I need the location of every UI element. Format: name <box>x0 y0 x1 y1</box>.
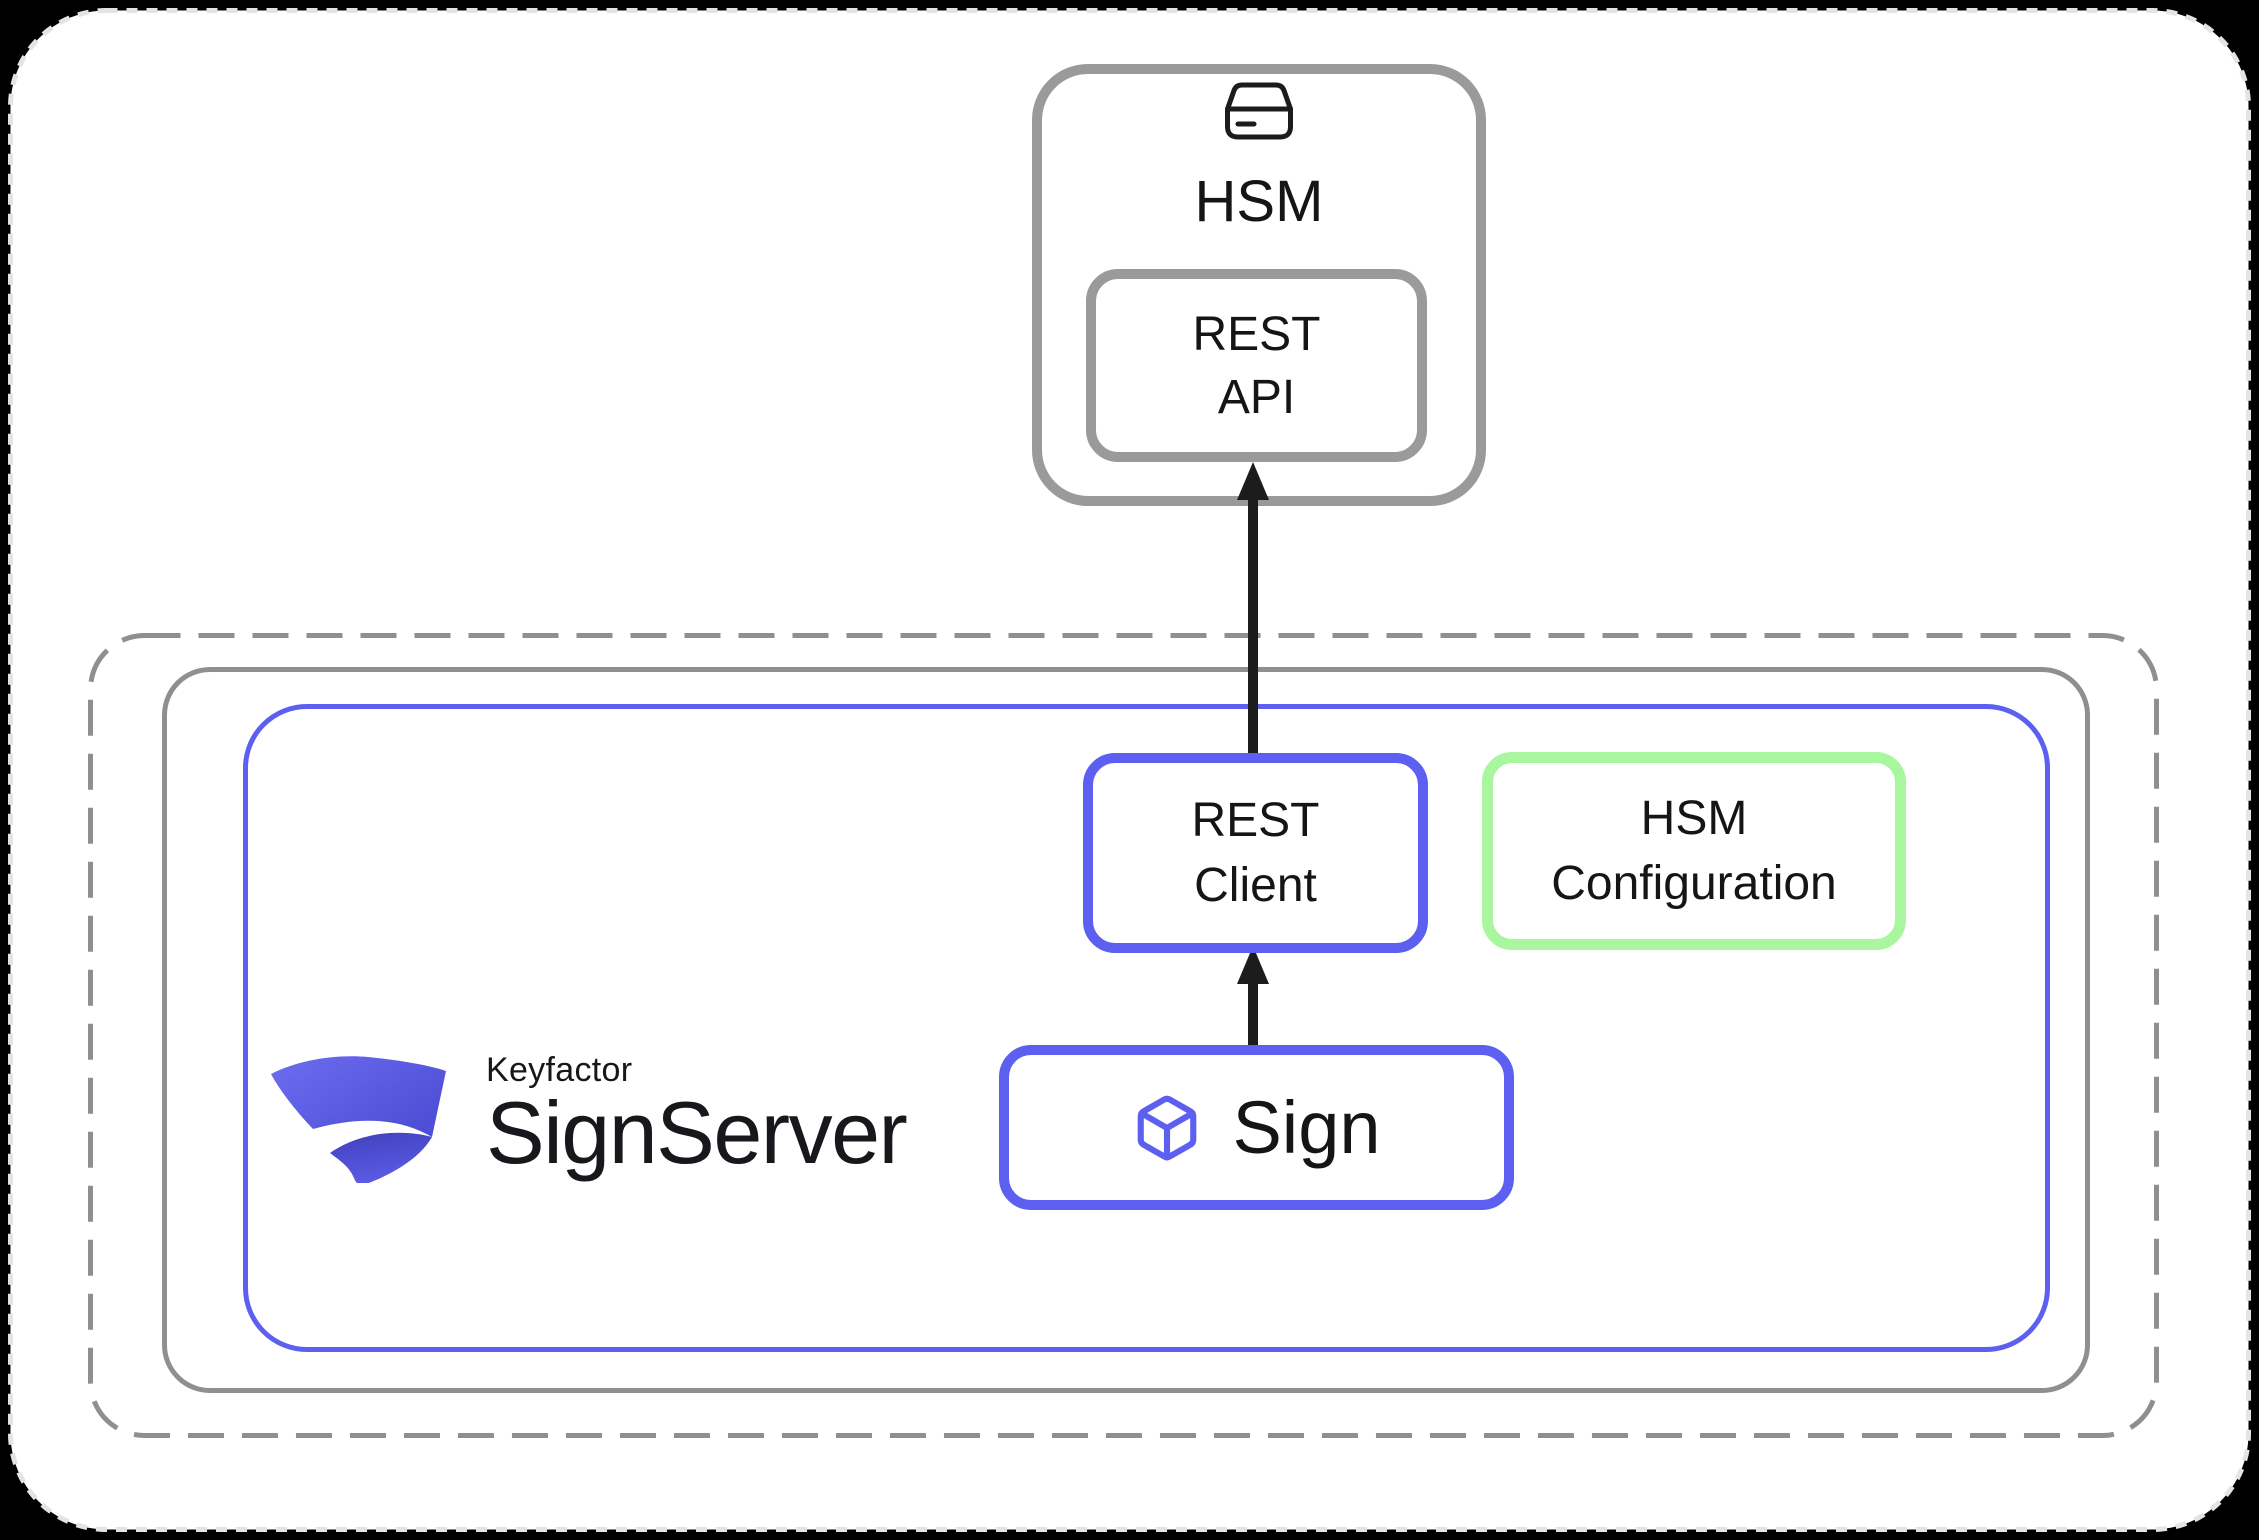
cube-icon <box>1138 1095 1197 1160</box>
keyfactor-ribbon-logo <box>271 1056 446 1183</box>
hsm-title: HSM <box>1194 169 1324 234</box>
brand-wordmark: Keyfactor SignServer <box>486 1050 908 1182</box>
arrow-restclient-to-restapi-shaft <box>1248 496 1258 760</box>
rest-client-label-line2: Client <box>1194 859 1317 912</box>
hsm-configuration-label-line2: Configuration <box>1551 857 1837 910</box>
deployment-boundary-dashed <box>88 633 2159 1438</box>
drive-icon <box>1225 82 1293 140</box>
brand-company-name: Keyfactor <box>486 1051 633 1089</box>
sign-worker-label: Sign <box>1232 1086 1381 1169</box>
sign-worker-node: Sign <box>999 1045 1514 1210</box>
rest-api-label-line1: REST <box>1192 307 1321 361</box>
arrow-restclient-to-restapi-head <box>1237 462 1269 500</box>
hsm-configuration-label-line1: HSM <box>1640 792 1748 845</box>
arrow-sign-to-restclient-shaft <box>1248 982 1258 1050</box>
brand-product-name: SignServer <box>486 1083 908 1182</box>
keyfactor-signserver-brand: Keyfactor SignServer <box>270 1050 908 1183</box>
rest-client-label-line1: REST <box>1191 794 1320 847</box>
host-container <box>162 667 2090 1393</box>
hsm-node: HSM REST API <box>1032 64 1486 506</box>
signserver-container <box>243 704 2050 1352</box>
rest-client-node: REST Client <box>1083 753 1428 953</box>
rest-api-node: REST API <box>1086 269 1427 462</box>
rest-api-label-line2: API <box>1217 370 1296 424</box>
hsm-configuration-node: HSM Configuration <box>1482 752 1906 950</box>
